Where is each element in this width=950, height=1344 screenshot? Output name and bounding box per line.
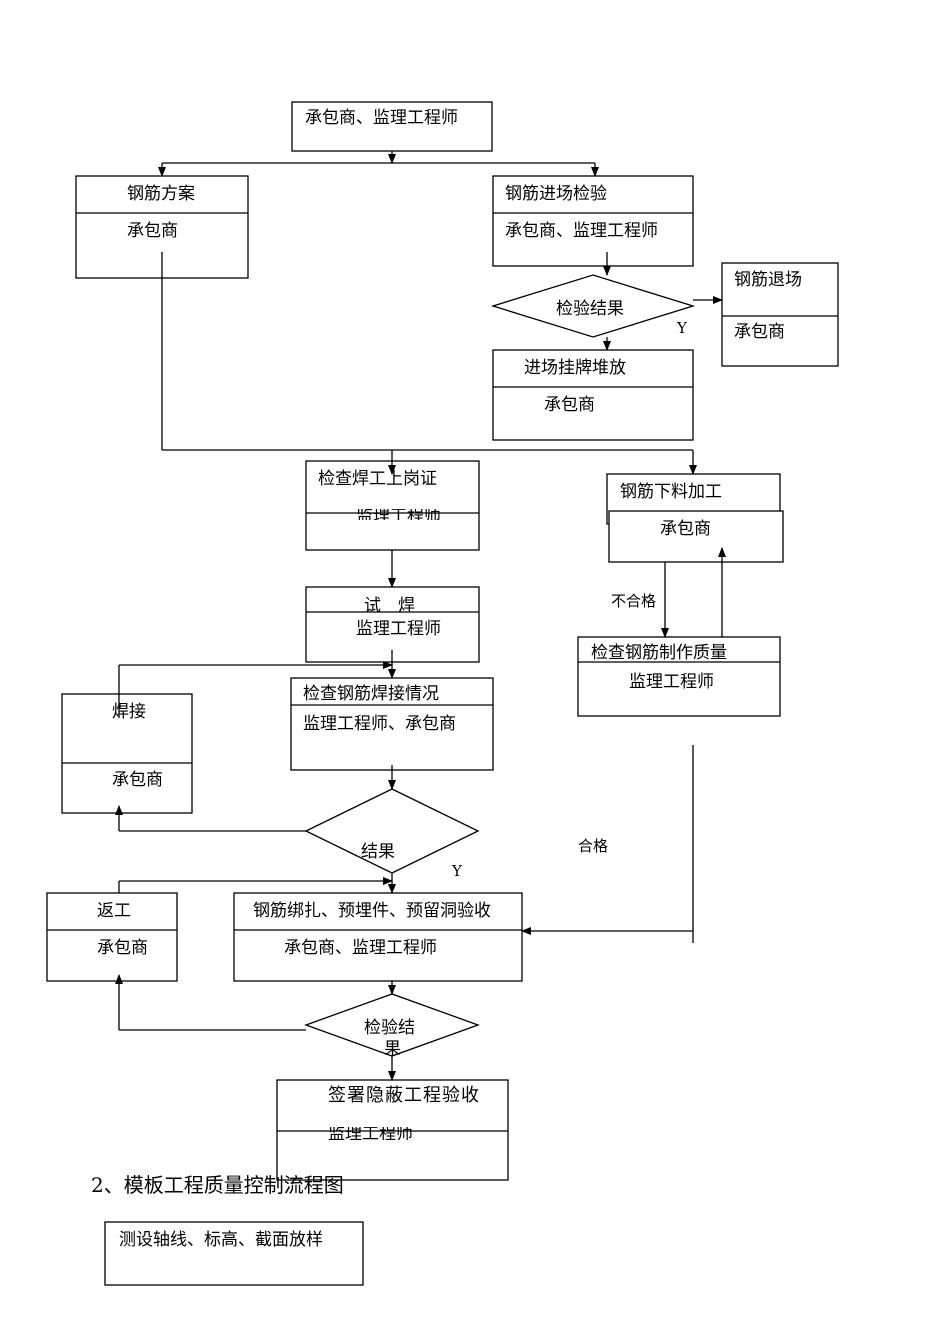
stack-role: 承包商 bbox=[544, 395, 595, 415]
rework-role: 承包商 bbox=[97, 938, 148, 958]
weld-role: 承包商 bbox=[112, 770, 163, 790]
result2-label: 结果 bbox=[361, 842, 395, 862]
edge-label-y2: Y bbox=[452, 862, 462, 880]
box-quality-check bbox=[577, 636, 781, 717]
edge-label-y1: Y bbox=[677, 319, 687, 337]
sign-role: 监理工程师 bbox=[328, 1127, 413, 1140]
box-stack bbox=[492, 349, 694, 441]
quality-check-role: 监理工程师 bbox=[629, 672, 714, 692]
inspect-result3-label-line2: 果 bbox=[384, 1039, 401, 1059]
exit-role: 承包商 bbox=[734, 322, 785, 342]
weld-check-title: 检查钢筋焊接情况 bbox=[303, 684, 439, 704]
trial-weld-title: 试 焊 bbox=[364, 596, 415, 616]
inspect-result3-label-line1: 检验结 bbox=[364, 1018, 415, 1038]
entry-inspection-title: 钢筋进场检验 bbox=[505, 184, 607, 204]
top-title: 承包商、监理工程师 bbox=[305, 108, 458, 128]
cutting-role: 承包商 bbox=[660, 519, 711, 539]
cutting-title: 钢筋下料加工 bbox=[620, 482, 722, 502]
survey-title: 测设轴线、标高、截面放样 bbox=[119, 1230, 323, 1250]
diamond-result2 bbox=[304, 788, 480, 874]
box-rework bbox=[46, 892, 178, 982]
box-weld bbox=[61, 693, 193, 814]
section2-heading: 2、模板工程质量控制流程图 bbox=[91, 1173, 344, 1197]
exit-title: 钢筋退场 bbox=[734, 270, 802, 290]
binding-title: 钢筋绑扎、预埋件、预留洞验收 bbox=[253, 901, 491, 921]
welder-cert-role: 监理工程师 bbox=[356, 509, 441, 520]
edge-label-pass: 合格 bbox=[578, 837, 609, 855]
weld-check-role: 监理工程师、承包商 bbox=[303, 714, 456, 734]
weld-title: 焊接 bbox=[112, 702, 146, 722]
welder-cert-title: 检查焊工上岗证 bbox=[318, 469, 437, 489]
plan-title: 钢筋方案 bbox=[127, 184, 195, 204]
diamond-inspect-result1 bbox=[490, 274, 696, 338]
box-cutting-lower bbox=[608, 510, 784, 563]
plan-role: 承包商 bbox=[127, 221, 178, 241]
binding-role: 承包商、监理工程师 bbox=[284, 938, 437, 958]
rework-title: 返工 bbox=[97, 901, 131, 921]
trial-weld-role: 监理工程师 bbox=[356, 619, 441, 639]
box-survey bbox=[104, 1221, 364, 1286]
entry-inspection-role: 承包商、监理工程师 bbox=[505, 221, 658, 241]
stack-title: 进场挂牌堆放 bbox=[524, 358, 626, 378]
sign-title: 签署隐蔽工程验收 bbox=[328, 1085, 480, 1106]
box-binding bbox=[233, 892, 523, 982]
inspect-result1-label: 检验结果 bbox=[556, 299, 624, 319]
quality-check-title: 检查钢筋制作质量 bbox=[591, 643, 727, 663]
edge-label-fail: 不合格 bbox=[611, 592, 657, 610]
box-exit bbox=[721, 262, 839, 367]
diamond-inspect-result3 bbox=[304, 993, 480, 1057]
